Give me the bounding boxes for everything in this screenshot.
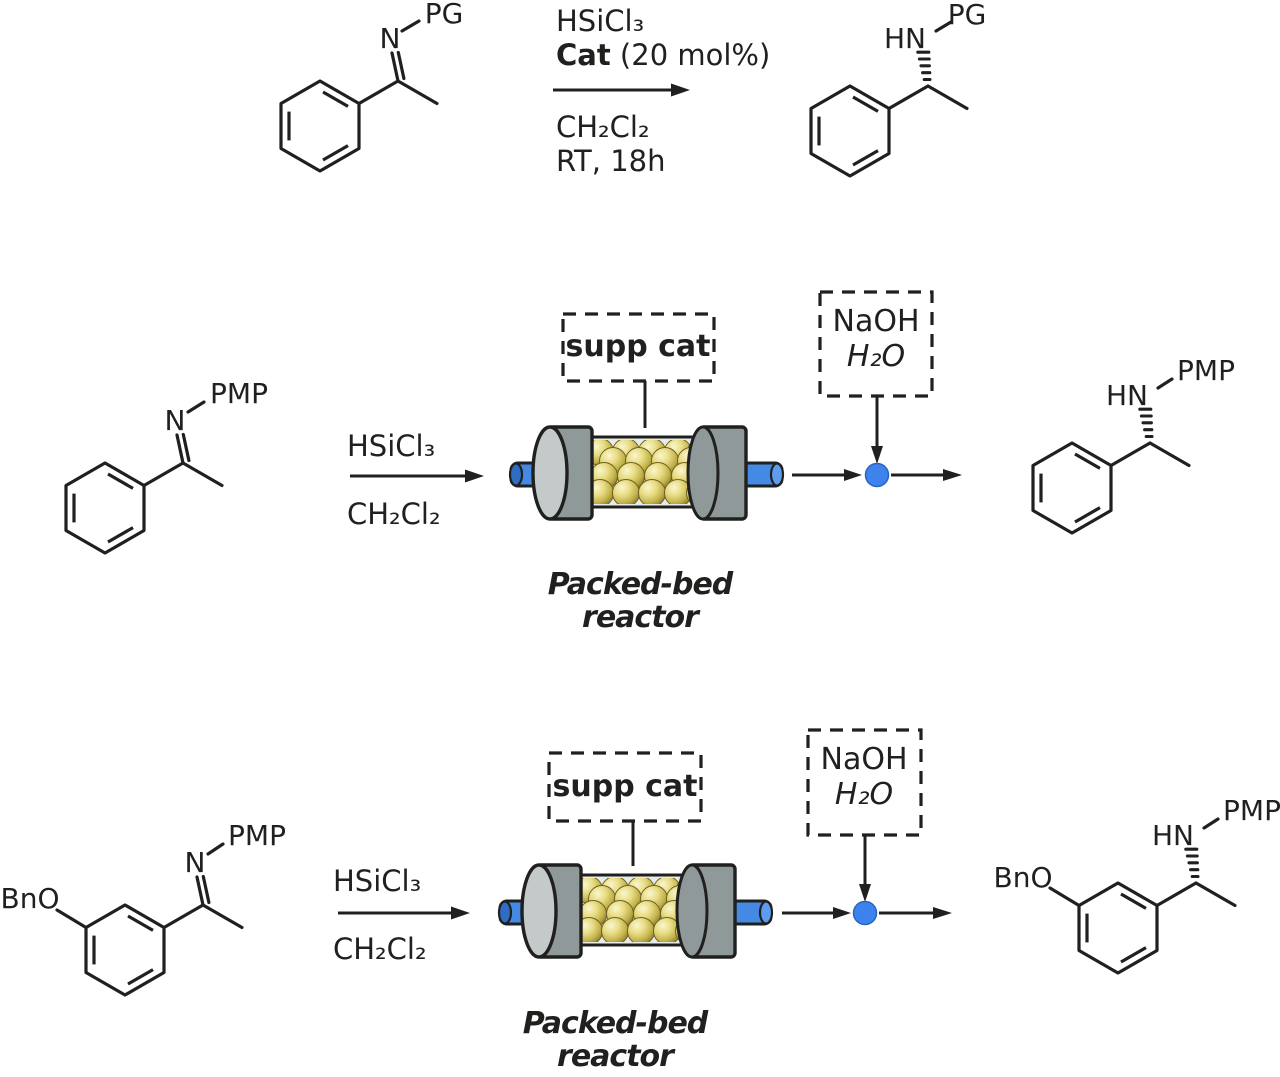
row2-reaction-arrow [350, 469, 484, 483]
row3-substrate-nitrogen-label: N [184, 846, 206, 879]
row2-substrate-pmp-label: PMP [210, 377, 268, 410]
row3-product-bno-label: BnO [993, 861, 1053, 894]
row1-reagent-catalyst: Cat (20 mol%) [556, 38, 770, 72]
row3-supp-cat-box [547, 751, 703, 866]
row1-product-hn-label: HN [884, 22, 926, 55]
row3-substrate-bno-label: BnO [0, 882, 60, 915]
catalyst-loading: (20 mol%) [610, 38, 771, 72]
row2-product-pmp-label: PMP [1177, 354, 1235, 387]
row1-product-protecting-group-label: PG [947, 0, 987, 31]
row1-product-amine-structure [809, 20, 969, 178]
row2-naoh-quench-box [818, 290, 934, 464]
row1-reagent-hsicl3: HSiCl₃ [556, 4, 645, 38]
row2-product-amine-structure [1031, 377, 1191, 535]
row3-packed-bed-reactor-icon [499, 865, 772, 957]
row2-solvent-dcm: CH₂Cl₂ [347, 497, 441, 531]
caption-line1: Packed-bed [547, 567, 734, 602]
row2-supp-cat-box [561, 312, 716, 428]
caption-line2: reactor [557, 1039, 674, 1074]
row3-product-pmp-label: PMP [1223, 794, 1280, 827]
row3-reagent-hsicl3: HSiCl₃ [333, 864, 422, 898]
row2-substrate-imine-structure [64, 400, 224, 555]
row2-reagent-hsicl3: HSiCl₃ [347, 429, 436, 463]
row3-naoh-label: NaOH [820, 742, 908, 777]
mixing-junction-dot [864, 462, 890, 488]
row3-reaction-arrow [338, 906, 470, 920]
row3-product-hn-label: HN [1152, 819, 1194, 852]
row1-substrate-imine-structure [279, 19, 439, 173]
row3-naoh-quench-box [806, 728, 923, 902]
row3-product-amine-structure [1048, 817, 1237, 975]
row1-substrate-protecting-group-label: PG [424, 0, 464, 30]
row3-packed-bed-reactor-caption: Packed-bed reactor [522, 1006, 709, 1074]
mixing-junction-dot [852, 900, 878, 926]
row1-substrate-nitrogen-label: N [379, 22, 401, 55]
row3-water-label: H₂O [834, 777, 894, 812]
row3-supp-cat-label: supp cat [552, 769, 698, 804]
row2-packed-bed-reactor-icon [510, 427, 783, 519]
row2-mixing-junction [792, 462, 962, 488]
row1-solvent-dcm: CH₂Cl₂ [556, 110, 650, 144]
row3-solvent-dcm: CH₂Cl₂ [333, 932, 427, 966]
row1-reaction-arrow [553, 83, 690, 97]
row2-packed-bed-reactor-caption: Packed-bed reactor [547, 567, 734, 635]
row3-substrate-pmp-label: PMP [228, 819, 286, 852]
row2-water-label: H₂O [846, 339, 906, 374]
catalyst-bold: Cat [556, 38, 611, 72]
row2-product-hn-label: HN [1106, 379, 1148, 412]
row1-conditions-rt-18h: RT, 18h [556, 144, 666, 178]
row3-mixing-junction [782, 900, 952, 926]
row2-naoh-label: NaOH [832, 304, 920, 339]
caption-line2: reactor [582, 600, 699, 635]
row2-substrate-nitrogen-label: N [164, 404, 186, 437]
row3-substrate-imine-structure [55, 842, 244, 997]
row2-supp-cat-label: supp cat [565, 329, 711, 364]
caption-line1: Packed-bed [522, 1006, 709, 1041]
